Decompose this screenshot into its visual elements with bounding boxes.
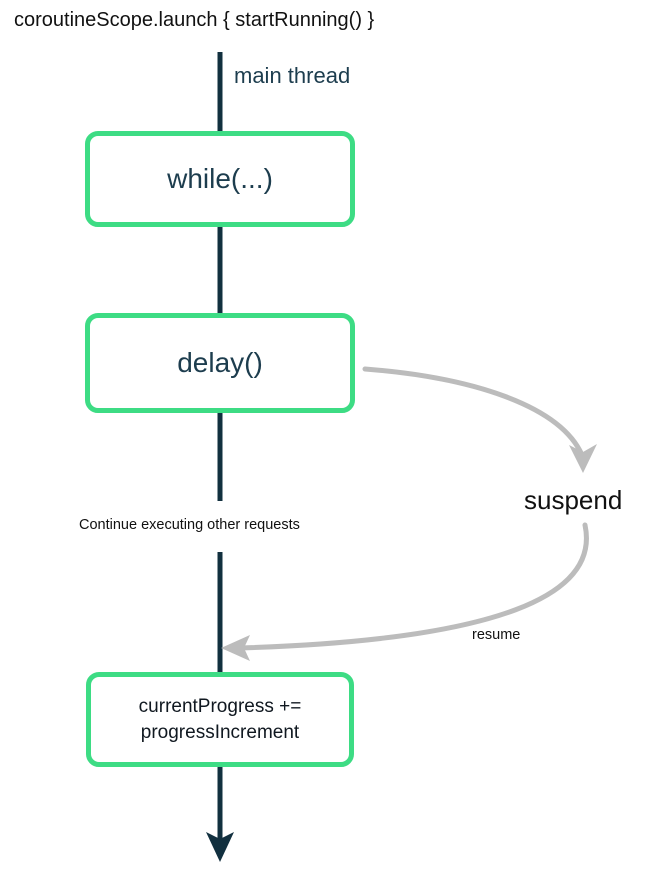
node-while[interactable]: while(...) <box>85 131 355 227</box>
diagram-title: coroutineScope.launch { startRunning() } <box>14 9 375 31</box>
node-current-progress[interactable]: currentProgress += progressIncrement <box>86 672 354 767</box>
node-while-label: while(...) <box>167 163 273 194</box>
suspend-label: suspend <box>524 485 623 515</box>
node-current-progress-label-line2: progressIncrement <box>140 721 300 743</box>
suspend-arrow-curve <box>362 366 585 458</box>
main-thread-label: main thread <box>234 63 351 88</box>
node-delay[interactable]: delay() <box>85 313 355 413</box>
resume-arrow-curve <box>237 522 589 651</box>
node-delay-label: delay() <box>177 347 263 378</box>
suspend-arrowhead <box>569 444 597 473</box>
continue-executing-caption: Continue executing other requests <box>79 517 300 533</box>
resume-label: resume <box>472 627 521 643</box>
final-arrowhead <box>206 832 234 862</box>
resume-arrowhead <box>221 635 250 661</box>
node-current-progress-label: currentProgress += progressIncrement <box>139 694 302 745</box>
node-current-progress-label-line1: currentProgress += <box>138 695 302 717</box>
